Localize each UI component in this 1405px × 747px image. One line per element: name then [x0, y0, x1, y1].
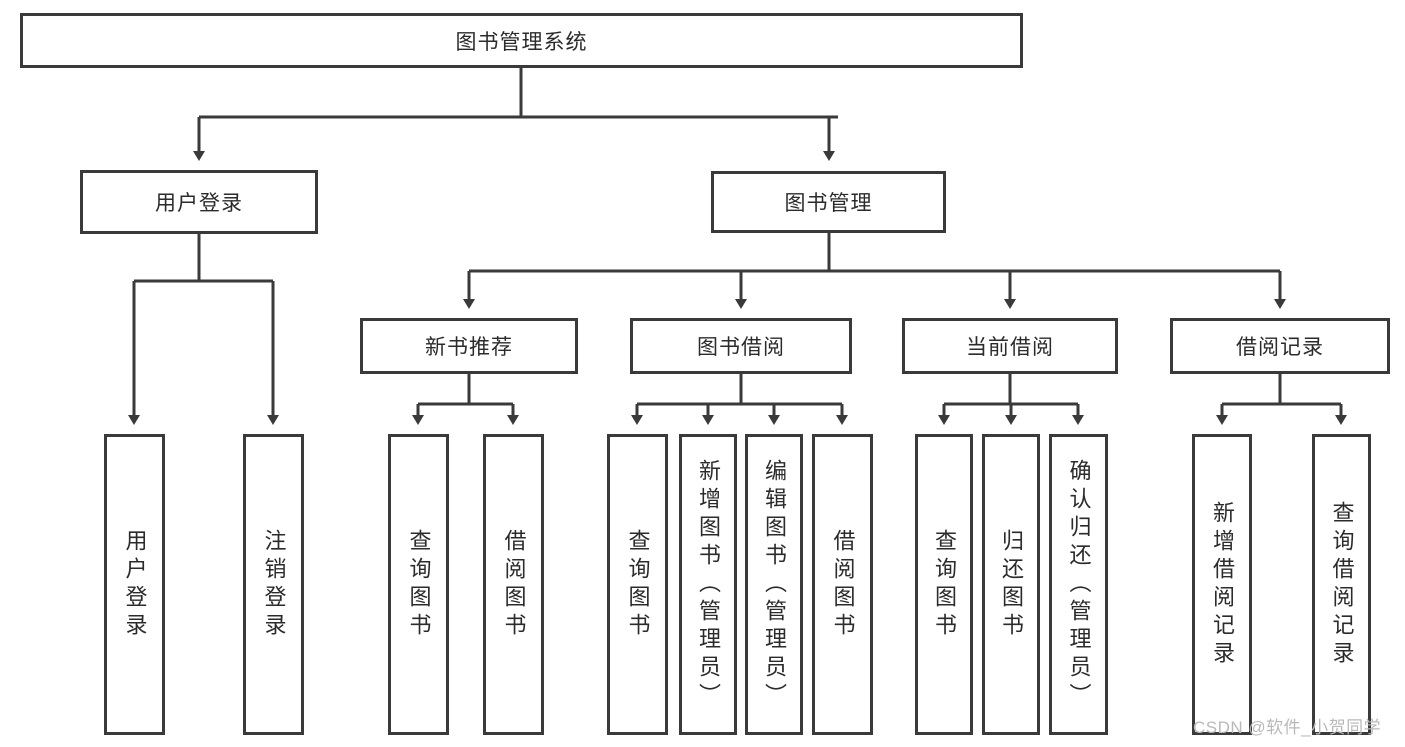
node-label: 图书管理	[784, 192, 873, 215]
node-borrow-record[interactable]: 借阅记录	[1170, 318, 1390, 374]
leaf-edit-book-admin[interactable]: 编辑图书（管理员）	[745, 434, 803, 735]
leaf-query-book-recommend[interactable]: 查询图书	[388, 434, 449, 735]
leaf-user-login[interactable]: 用户登录	[104, 434, 165, 735]
node-label: 新增图书（管理员）	[696, 458, 721, 711]
node-label: 用户登录	[122, 528, 148, 641]
leaf-confirm-return-admin[interactable]: 确认归还（管理员）	[1049, 434, 1108, 735]
node-book-management[interactable]: 图书管理	[711, 171, 946, 233]
node-label: 当前借阅	[966, 336, 1054, 359]
node-label: 查询图书	[932, 528, 957, 641]
node-label: 图书借阅	[697, 336, 785, 359]
node-label: 借阅图书	[501, 528, 527, 641]
leaf-query-borrow-record[interactable]: 查询借阅记录	[1312, 434, 1371, 735]
node-label: 编辑图书（管理员）	[762, 458, 787, 711]
node-label: 归还图书	[999, 528, 1024, 641]
leaf-query-book-current[interactable]: 查询图书	[915, 434, 973, 735]
node-label: 借阅图书	[830, 528, 856, 641]
node-label: 查询图书	[406, 528, 432, 641]
node-user-login[interactable]: 用户登录	[80, 170, 318, 234]
node-label: 查询借阅记录	[1329, 500, 1355, 669]
leaf-query-book-borrow[interactable]: 查询图书	[607, 434, 668, 735]
node-label: 查询图书	[625, 528, 651, 641]
node-book-borrow[interactable]: 图书借阅	[630, 318, 852, 374]
leaf-add-borrow-record[interactable]: 新增借阅记录	[1192, 434, 1252, 735]
node-label: 注销登录	[261, 528, 287, 641]
leaf-borrow-book[interactable]: 借阅图书	[812, 434, 873, 735]
node-label: 借阅记录	[1236, 336, 1324, 359]
leaf-add-book-admin[interactable]: 新增图书（管理员）	[679, 434, 737, 735]
node-label: 用户登录	[155, 192, 243, 215]
node-current-borrow[interactable]: 当前借阅	[902, 318, 1118, 374]
node-new-book-recommend[interactable]: 新书推荐	[360, 318, 578, 374]
leaf-borrow-book-recommend[interactable]: 借阅图书	[483, 434, 544, 735]
node-label: 新书推荐	[425, 336, 513, 359]
leaf-return-book[interactable]: 归还图书	[982, 434, 1040, 735]
watermark: CSDN @软件_小贺同学	[1193, 718, 1382, 737]
node-label: 新增借阅记录	[1210, 500, 1235, 669]
node-label: 图书管理系统	[455, 30, 588, 54]
node-label: 确认归还（管理员）	[1066, 458, 1092, 711]
node-root[interactable]: 图书管理系统	[20, 13, 1023, 68]
leaf-user-logout[interactable]: 注销登录	[243, 434, 304, 735]
